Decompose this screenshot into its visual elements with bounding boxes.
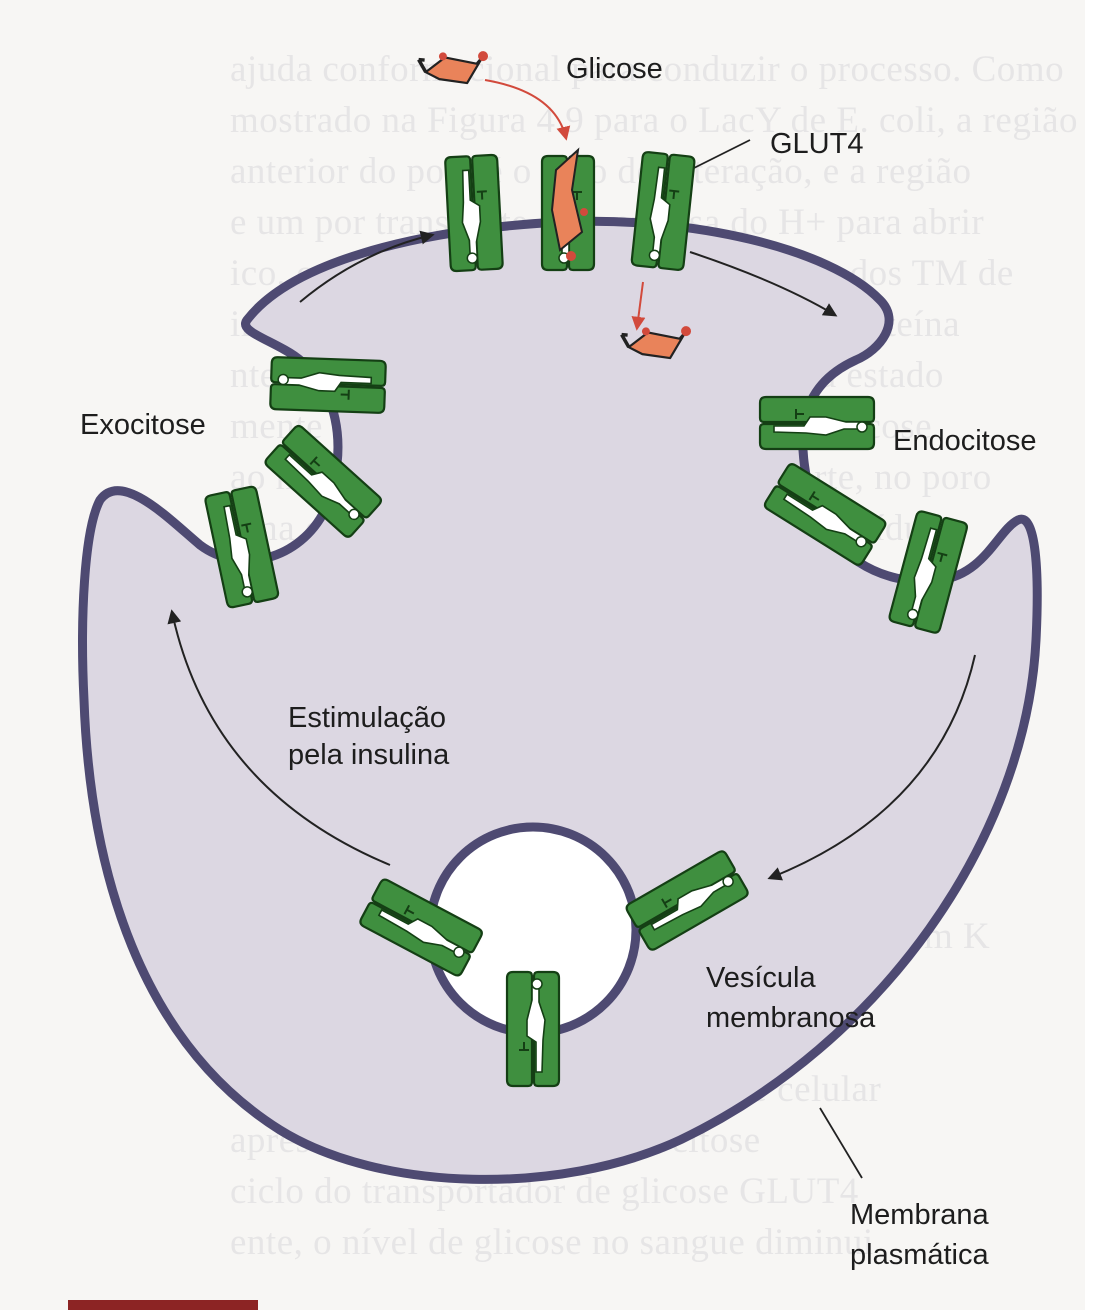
plasma-membrane-label-line1: Membrana: [850, 1199, 989, 1231]
glut4-label: GLUT4: [770, 128, 863, 160]
glut4-transporter-icon: [507, 972, 559, 1086]
glut4-transporter-icon: [270, 357, 386, 413]
glucose-label: Glicose: [566, 53, 663, 85]
plasma-membrane-label-line2: plasmática: [850, 1239, 989, 1271]
page-edge: [1085, 0, 1099, 1310]
arrow-glucose-in: [485, 80, 566, 138]
glut4-transporter-icon: [631, 152, 695, 271]
glut4-pointer-line: [690, 140, 750, 170]
membrane-pointer-line: [820, 1108, 862, 1178]
vesicle-label-line2: membranosa: [706, 1002, 876, 1034]
endocytosis-label: Endocitose: [893, 425, 1037, 457]
vesicle-label-line1: Vesícula: [706, 962, 816, 994]
glut4-transporter-icon: [445, 155, 503, 272]
red-page-marker: [68, 1300, 258, 1310]
exocytosis-label: Exocitose: [80, 409, 206, 441]
glucose-molecule-icon: [417, 47, 488, 85]
insulin-stimulation-label-line1: Estimulação: [288, 702, 446, 734]
glut4-transporter-icon: [760, 397, 874, 449]
insulin-stimulation-label-line2: pela insulina: [288, 739, 450, 771]
